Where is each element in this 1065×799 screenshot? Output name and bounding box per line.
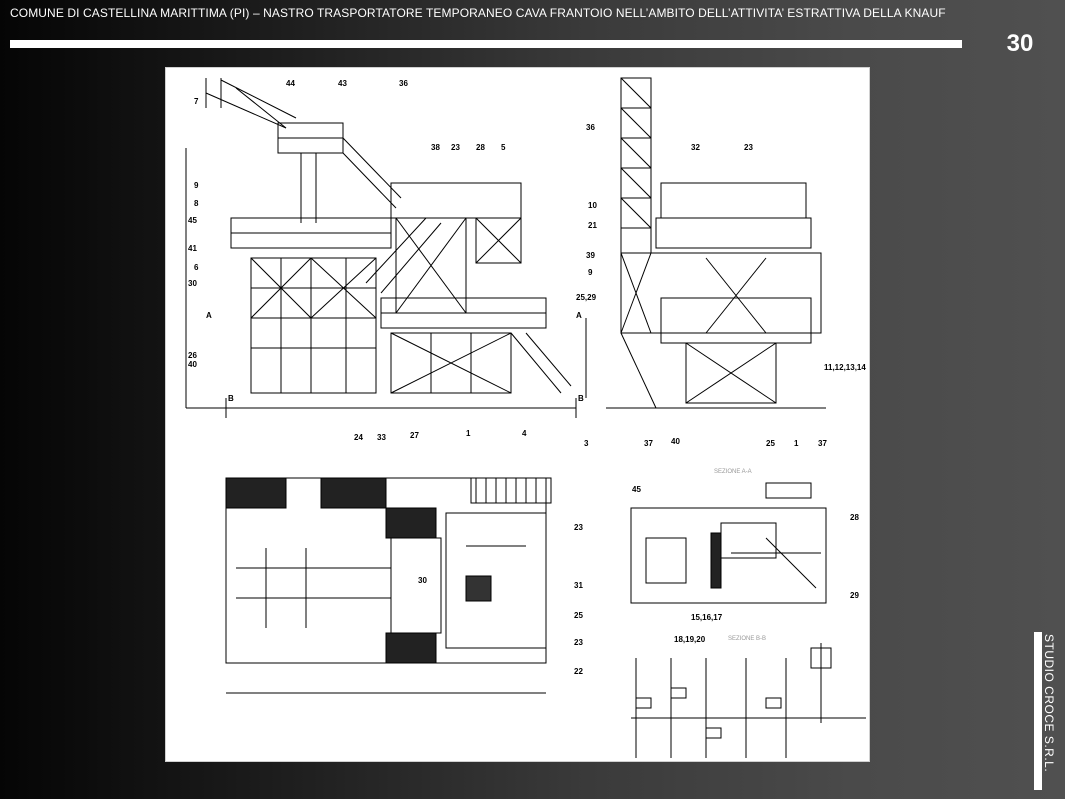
- svg-text:25,29: 25,29: [576, 293, 597, 302]
- company-label: STUDIO CROCE S.R.L.: [1042, 634, 1056, 773]
- svg-text:5: 5: [501, 143, 506, 152]
- svg-text:6: 6: [194, 263, 199, 272]
- svg-text:37: 37: [818, 439, 827, 448]
- svg-text:28: 28: [476, 143, 485, 152]
- section-bb: [631, 643, 866, 758]
- svg-text:40: 40: [671, 437, 680, 446]
- svg-text:39: 39: [586, 251, 595, 260]
- svg-text:B: B: [228, 394, 234, 403]
- svg-text:45: 45: [188, 216, 197, 225]
- svg-text:3: 3: [584, 439, 589, 448]
- section-aa: [630, 482, 827, 604]
- svg-text:23: 23: [574, 638, 583, 647]
- svg-text:33: 33: [377, 433, 386, 442]
- header-divider: [10, 40, 962, 48]
- document-title: COMUNE DI CASTELLINA MARITTIMA (PI) – NA…: [10, 6, 946, 20]
- svg-text:41: 41: [188, 244, 197, 253]
- front-view-elevation: [606, 77, 826, 409]
- svg-text:37: 37: [644, 439, 653, 448]
- svg-text:10: 10: [588, 201, 597, 210]
- svg-text:8: 8: [194, 199, 199, 208]
- svg-text:25: 25: [766, 439, 775, 448]
- page-number: 30: [1006, 30, 1034, 57]
- svg-text:36: 36: [399, 79, 408, 88]
- svg-text:7: 7: [194, 97, 199, 106]
- svg-text:27: 27: [410, 431, 419, 440]
- vertical-accent-bar: [1034, 632, 1042, 790]
- svg-text:44: 44: [286, 79, 295, 88]
- svg-text:9: 9: [194, 181, 199, 190]
- svg-text:26: 26: [188, 351, 197, 360]
- svg-text:28: 28: [850, 513, 859, 522]
- svg-text:4: 4: [522, 429, 527, 438]
- svg-text:22: 22: [574, 667, 583, 676]
- svg-text:36: 36: [586, 123, 595, 132]
- svg-text:9: 9: [588, 268, 593, 277]
- svg-text:23: 23: [744, 143, 753, 152]
- svg-text:15,16,17: 15,16,17: [691, 613, 723, 622]
- svg-text:30: 30: [188, 279, 197, 288]
- svg-text:A: A: [206, 311, 212, 320]
- svg-text:45: 45: [632, 485, 641, 494]
- svg-text:1: 1: [466, 429, 471, 438]
- side-view-elevation: [185, 78, 587, 418]
- svg-text:38: 38: [431, 143, 440, 152]
- svg-text:29: 29: [850, 591, 859, 600]
- svg-text:B: B: [578, 394, 584, 403]
- svg-text:32: 32: [691, 143, 700, 152]
- svg-text:24: 24: [354, 433, 363, 442]
- svg-text:40: 40: [188, 360, 197, 369]
- svg-text:1: 1: [794, 439, 799, 448]
- technical-drawing: 44 43 36 7 38 23 28 5 9 8 45 41 6 30 26 …: [165, 67, 870, 762]
- svg-text:18,19,20: 18,19,20: [674, 635, 706, 644]
- svg-text:23: 23: [574, 523, 583, 532]
- svg-text:31: 31: [574, 581, 583, 590]
- svg-text:21: 21: [588, 221, 597, 230]
- svg-text:A: A: [576, 311, 582, 320]
- svg-text:11,12,13,14: 11,12,13,14: [824, 363, 866, 372]
- plan-view: [225, 477, 552, 694]
- svg-text:43: 43: [338, 79, 347, 88]
- svg-text:SEZIONE A-A: SEZIONE A-A: [714, 469, 752, 475]
- svg-text:23: 23: [451, 143, 460, 152]
- svg-text:30: 30: [418, 576, 427, 585]
- svg-text:25: 25: [574, 611, 583, 620]
- svg-text:SEZIONE B-B: SEZIONE B-B: [728, 636, 766, 642]
